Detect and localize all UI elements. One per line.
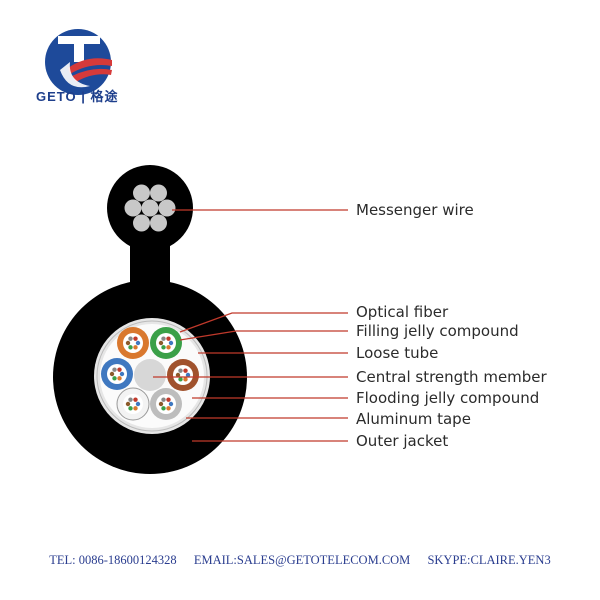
brand-name: GETO | 格途 [36, 89, 119, 104]
leader-lines [153, 209, 348, 442]
footer-tel: TEL: 0086-18600124328 [49, 553, 177, 567]
fiber [133, 397, 138, 402]
loose-tubes [101, 327, 199, 421]
messenger-section [107, 165, 193, 295]
fiber [158, 340, 164, 346]
fiber [135, 401, 141, 407]
optical-fibers [109, 336, 191, 411]
label-outer-jacket: Outer jacket [356, 432, 449, 450]
fiber [158, 401, 164, 407]
label-flooding-jelly: Flooding jelly compound [356, 389, 540, 407]
fiber [166, 345, 171, 350]
fiber [128, 345, 133, 350]
fiber [125, 401, 131, 407]
fiber [168, 401, 174, 407]
fiber [161, 345, 166, 350]
fiber [117, 367, 122, 372]
contact-footer: TEL: 0086-18600124328 EMAIL:SALES@GETOTE… [0, 553, 600, 568]
fiber [133, 336, 138, 341]
footer-email: EMAIL:SALES@GETOTELECOM.COM [193, 553, 411, 567]
fiber [178, 368, 183, 373]
fiber [135, 340, 141, 346]
fiber [133, 345, 138, 350]
fiber [117, 376, 122, 381]
fiber [161, 336, 166, 341]
brand-latin: GETO [36, 89, 77, 104]
central-strength-member [134, 359, 166, 391]
fiber [128, 397, 133, 402]
label-filling-jelly: Filling jelly compound [356, 322, 519, 340]
fiber [166, 336, 171, 341]
fiber [112, 367, 117, 372]
fiber [166, 397, 171, 402]
footer-skype: SKYPE:CLAIRE.YEN3 [427, 553, 551, 567]
label-loose-tube: Loose tube [356, 344, 439, 362]
fiber [128, 336, 133, 341]
label-optical-fiber: Optical fiber [356, 303, 449, 321]
fiber [119, 371, 125, 377]
fiber [161, 406, 166, 411]
fiber [128, 406, 133, 411]
fiber [183, 377, 188, 382]
fiber [109, 371, 115, 377]
fiber [161, 397, 166, 402]
label-central-strength: Central strength member [356, 368, 547, 386]
fiber [133, 406, 138, 411]
geto-logo [45, 29, 112, 95]
messenger-wire-strands [124, 184, 176, 232]
fiber [183, 368, 188, 373]
fiber [175, 372, 181, 378]
fiber [185, 372, 191, 378]
label-aluminum-tape: Aluminum tape [356, 410, 471, 428]
fiber [112, 376, 117, 381]
label-messenger-wire: Messenger wire [356, 201, 474, 219]
fiber [178, 377, 183, 382]
brand-chinese: 格途 [90, 89, 119, 104]
main-cable [53, 280, 247, 474]
fiber [168, 340, 174, 346]
fiber [166, 406, 171, 411]
fiber [125, 340, 131, 346]
